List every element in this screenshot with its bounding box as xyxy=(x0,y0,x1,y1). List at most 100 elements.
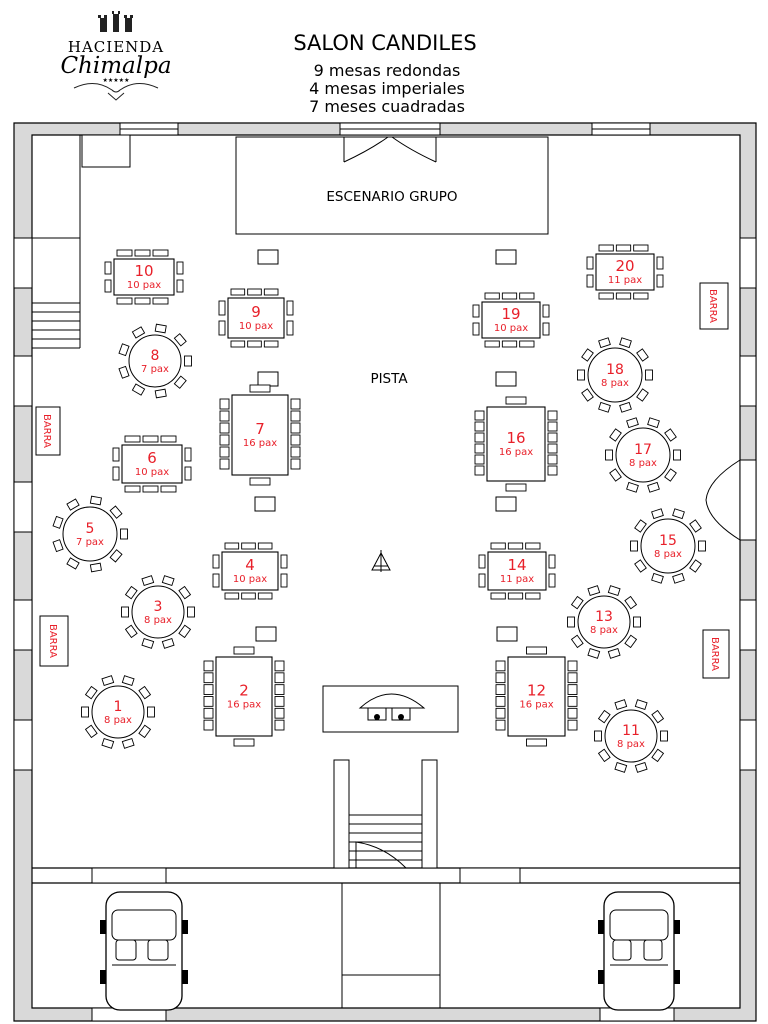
chair-icon xyxy=(548,573,556,588)
chair-icon xyxy=(548,554,556,569)
table-number: 2 xyxy=(239,682,249,700)
chair-icon xyxy=(219,398,230,410)
chair-icon xyxy=(634,699,648,711)
chair-icon xyxy=(634,559,647,573)
table-1[interactable]: 18 pax xyxy=(81,675,155,749)
table-11[interactable]: 118 pax xyxy=(594,699,668,773)
table-13[interactable]: 138 pax xyxy=(567,585,641,659)
chair-icon xyxy=(152,297,169,305)
table-number: 18 xyxy=(606,362,624,378)
chair-icon xyxy=(249,384,271,393)
chair-icon xyxy=(89,495,102,506)
chair-icon xyxy=(656,256,664,270)
table-pax: 8 pax xyxy=(144,615,172,626)
table-2[interactable]: 216 pax xyxy=(203,646,285,747)
chair-icon xyxy=(66,498,80,511)
chair-icon xyxy=(203,696,214,707)
round-table-top xyxy=(128,334,182,388)
chair-icon xyxy=(542,322,550,336)
round-table-top xyxy=(640,518,696,574)
table-pax: 8 pax xyxy=(617,739,645,750)
table-3[interactable]: 38 pax xyxy=(121,575,195,649)
chair-icon xyxy=(84,685,98,700)
chair-icon xyxy=(567,672,578,684)
chair-icon xyxy=(131,326,146,339)
table-5[interactable]: 57 pax xyxy=(52,495,128,573)
subtitle-square-tables: 7 meses cuadradas xyxy=(309,97,465,116)
chair-icon xyxy=(219,422,230,434)
chair-icon xyxy=(121,675,135,687)
chair-icon xyxy=(203,707,214,719)
chair-icon xyxy=(495,707,506,719)
table-8[interactable]: 87 pax xyxy=(118,323,192,399)
square-table-top xyxy=(487,551,547,591)
chair-icon xyxy=(474,454,485,465)
chair-icon xyxy=(698,540,706,552)
chair-icon xyxy=(224,592,240,600)
chair-icon xyxy=(633,616,641,628)
chair-icon xyxy=(212,554,220,569)
table-number: 12 xyxy=(527,682,546,700)
castle-icon xyxy=(98,11,133,32)
chair-icon xyxy=(233,738,255,747)
chair-icon xyxy=(101,737,115,749)
table-pax: 11 pax xyxy=(608,275,642,286)
chair-icon xyxy=(609,428,622,442)
chair-icon xyxy=(81,706,89,718)
chair-icon xyxy=(274,719,285,731)
chair-icon xyxy=(219,410,230,422)
table-17[interactable]: 178 pax xyxy=(605,417,681,493)
imperial-table-top xyxy=(486,406,546,482)
chair-icon xyxy=(141,637,155,649)
table-number: 8 xyxy=(151,348,160,364)
chair-icon xyxy=(89,562,102,573)
chair-icon xyxy=(290,446,301,458)
table-7[interactable]: 716 pax xyxy=(219,384,301,486)
chair-icon xyxy=(570,634,584,649)
table-pax: 10 pax xyxy=(233,574,267,585)
chair-icon xyxy=(160,435,177,443)
chair-icon xyxy=(501,292,518,300)
chair-icon xyxy=(615,244,632,252)
table-pax: 16 pax xyxy=(499,447,533,458)
table-pax: 10 pax xyxy=(135,467,169,478)
building-walls xyxy=(13,122,757,1022)
chair-icon xyxy=(594,730,602,742)
table-6[interactable]: 610 pax xyxy=(112,435,192,493)
chair-icon xyxy=(184,447,192,462)
entrance-stairs xyxy=(333,759,441,1008)
logo-line1: HACIENDA xyxy=(68,38,164,56)
table-number: 7 xyxy=(255,420,265,438)
chair-icon xyxy=(176,261,184,275)
table-number: 20 xyxy=(615,257,634,275)
chair-icon xyxy=(614,761,628,773)
table-9[interactable]: 910 pax xyxy=(218,288,294,348)
table-number: 1 xyxy=(114,699,123,715)
table-number: 17 xyxy=(634,442,652,458)
chair-icon xyxy=(286,300,294,316)
chair-icon xyxy=(219,446,230,458)
chair-icon xyxy=(224,542,240,550)
chair-icon xyxy=(570,595,584,610)
table-pax: 11 pax xyxy=(500,574,534,585)
table-15[interactable]: 158 pax xyxy=(630,508,706,584)
chair-icon xyxy=(525,542,541,550)
chair-icon xyxy=(474,443,485,454)
chair-icon xyxy=(280,554,288,569)
table-pax: 8 pax xyxy=(629,458,657,469)
chair-icon xyxy=(626,417,639,429)
table-pax: 16 pax xyxy=(519,700,553,711)
chair-icon xyxy=(116,297,133,305)
chair-icon xyxy=(619,401,632,413)
table-18[interactable]: 188 pax xyxy=(577,337,653,413)
chair-icon xyxy=(173,333,187,347)
table-4[interactable]: 410 pax xyxy=(212,542,288,600)
